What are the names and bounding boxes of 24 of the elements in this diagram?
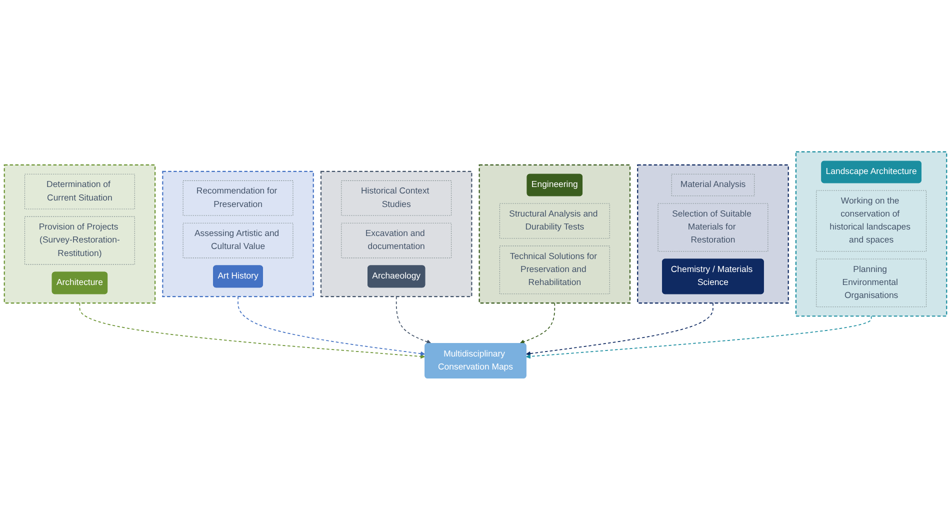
node-box: Structural Analysis and Durability Tests xyxy=(499,203,610,239)
node-box: Excavation and documentation xyxy=(341,222,452,258)
node-box: Working on the conservation of historical landscapes and spaces xyxy=(816,190,927,252)
arrow xyxy=(520,302,556,344)
cluster xyxy=(4,164,156,304)
node-box: Assessing Artistic and Cultural Value xyxy=(182,222,294,258)
arrow xyxy=(396,296,432,344)
node-box: Selection of Suitable Materials for Restoration xyxy=(658,203,768,252)
cluster xyxy=(637,164,789,304)
node-box: Historical Context Studies xyxy=(341,180,452,216)
arrow xyxy=(79,302,426,359)
node-box: Technical Solutions for Preservation and Rehabilitation xyxy=(499,246,610,294)
node-box: Provision of Projects (Survey-Restoration-Restitution) xyxy=(24,216,135,265)
cluster xyxy=(795,151,948,317)
arrow xyxy=(238,296,426,356)
node-box: Recommendation for Preservation xyxy=(182,180,294,216)
arrow xyxy=(526,316,872,359)
cluster xyxy=(478,164,631,304)
cluster xyxy=(162,170,314,298)
node-box: Planning Environmental Organisations xyxy=(816,258,927,308)
cluster xyxy=(320,170,472,298)
node-box: Determination of Current Situation xyxy=(24,174,135,210)
arrow xyxy=(526,302,714,356)
node-box: Material Analysis xyxy=(671,174,755,196)
